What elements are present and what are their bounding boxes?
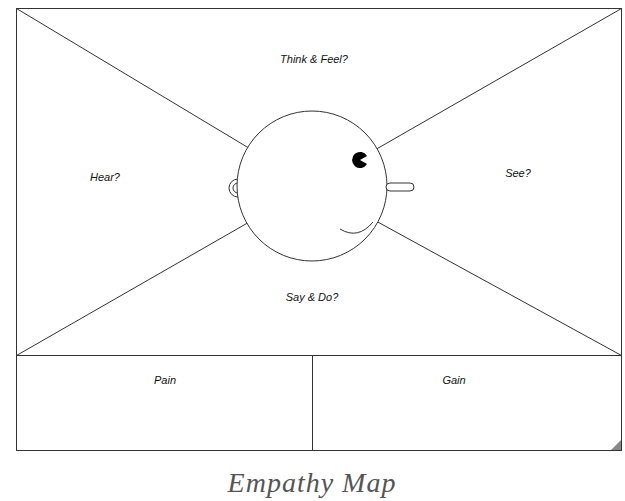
region-label: Hear?: [90, 171, 120, 184]
head-circle: [237, 111, 387, 261]
corner-fold: [611, 440, 621, 450]
say-do-region: Say & Do?: [282, 289, 343, 306]
pain-box: Pain: [150, 372, 180, 389]
hear-region: Hear?: [86, 169, 124, 186]
diagonal-line: [312, 9, 622, 187]
region-label: Say & Do?: [286, 291, 339, 304]
gain-box: Gain: [438, 372, 469, 389]
region-label: See?: [505, 167, 531, 180]
nose-shape: [386, 183, 414, 191]
smile-line: [340, 222, 373, 233]
see-region: See?: [501, 165, 535, 182]
outer-frame: [17, 9, 622, 451]
band-divider: [17, 355, 622, 356]
region-label: Pain: [154, 374, 176, 387]
region-label: Think & Feel?: [280, 53, 348, 66]
region-label: Gain: [442, 374, 465, 387]
eye-dot: [352, 152, 367, 168]
caption-text: Empathy Map: [228, 468, 397, 499]
pain-gain-divider: [312, 356, 313, 451]
think-feel-region: Think & Feel?: [276, 51, 352, 68]
